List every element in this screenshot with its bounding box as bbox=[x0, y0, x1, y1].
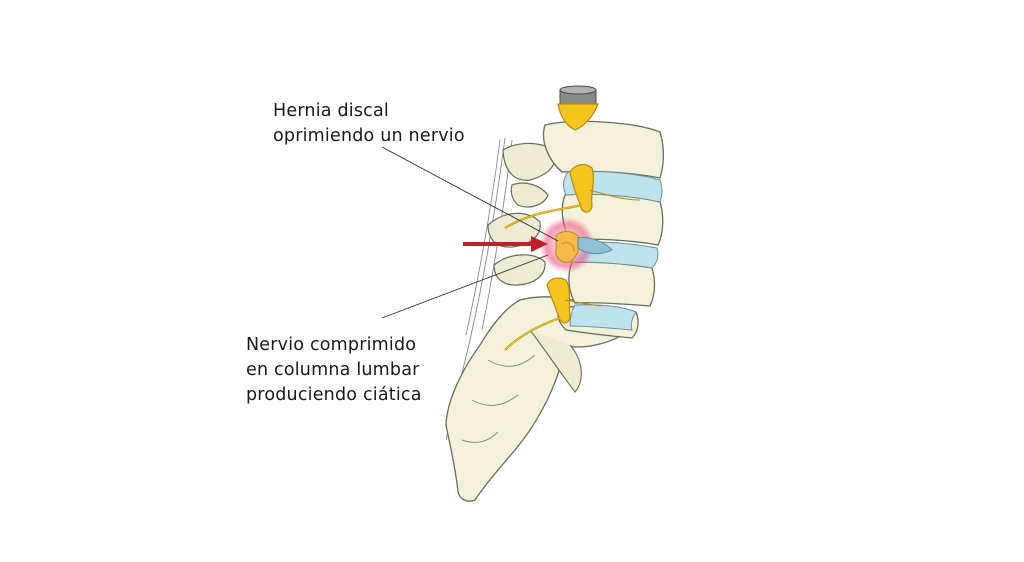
herniation-highlight bbox=[539, 217, 613, 273]
compressed-nerve-label-line-2: en columna lumbar bbox=[246, 360, 420, 380]
herniated-disc-label-line-2: oprimiendo un nervio bbox=[273, 126, 465, 146]
leader-lines bbox=[381, 146, 559, 319]
compressed-nerve-label: Nervio comprimido en columna lumbar prod… bbox=[246, 333, 422, 408]
herniated-disc-label: Hernia discal oprimiendo un nervio bbox=[273, 99, 465, 149]
red-arrow-right-icon bbox=[463, 236, 548, 252]
compressed-nerve-label-line-3: produciendo ciática bbox=[246, 385, 422, 405]
compressed-nerve-label-line-1: Nervio comprimido bbox=[246, 335, 417, 355]
leader-line-compressed-nerve bbox=[381, 254, 549, 319]
spinal-cord-cap bbox=[557, 85, 599, 131]
posterior-processes bbox=[487, 142, 557, 286]
herniated-disc-label-line-1: Hernia discal bbox=[273, 101, 389, 121]
leader-line-herniated-disc bbox=[381, 146, 559, 242]
sacrum-bone bbox=[445, 296, 632, 502]
nerve-roots bbox=[504, 163, 641, 351]
